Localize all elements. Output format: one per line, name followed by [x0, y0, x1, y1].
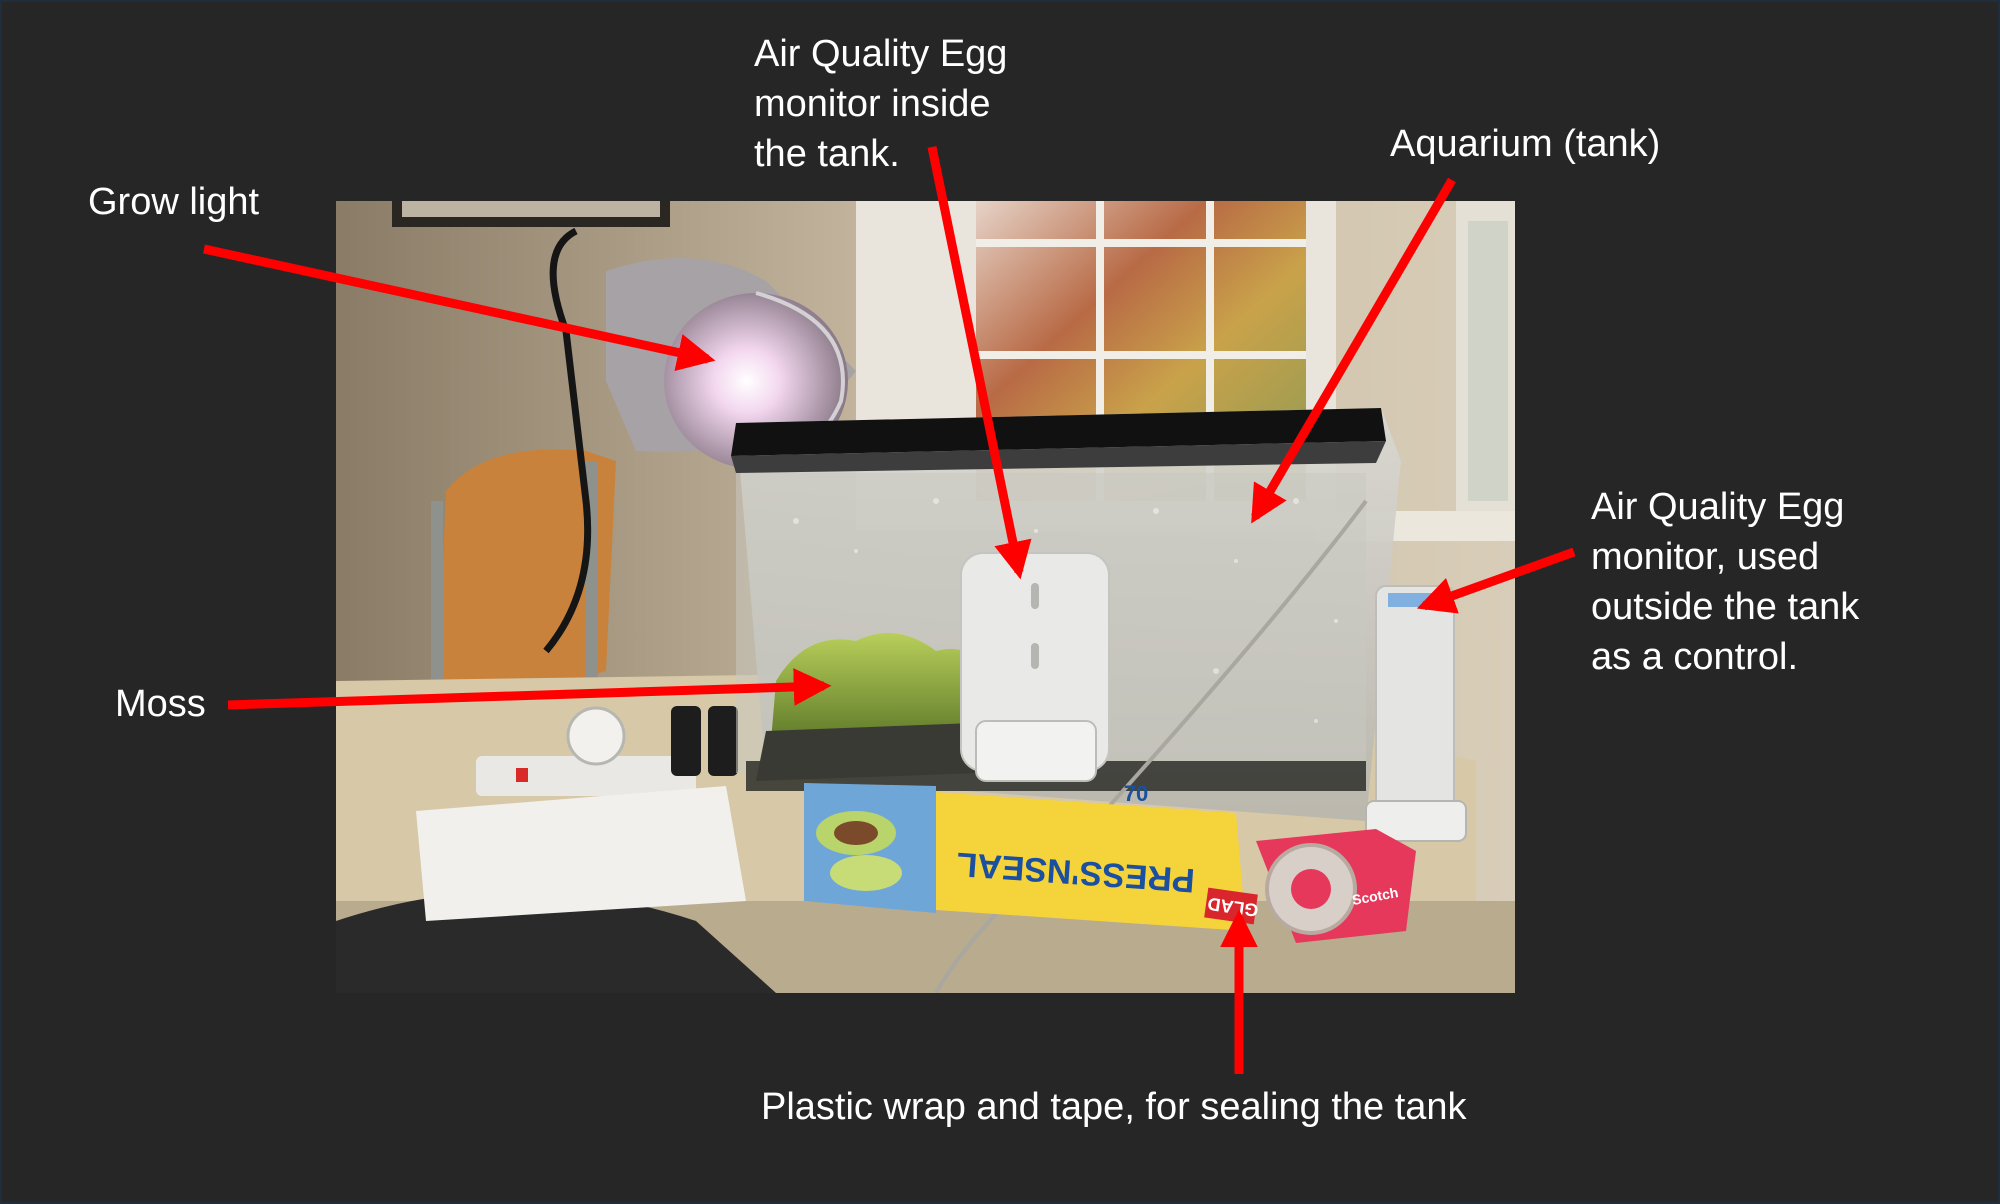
label-aquarium: Aquarium (tank) [1390, 123, 1661, 165]
tape-brand: Scotch [1351, 884, 1400, 908]
moss [771, 633, 986, 741]
paper-note [416, 786, 746, 921]
label-egg-outside: Air Quality Egg monitor, used outside th… [1591, 486, 1860, 678]
label-wrap-tape: Plastic wrap and tape, for sealing the t… [761, 1086, 1467, 1128]
label-moss: Moss [115, 683, 206, 725]
label-grow-light: Grow light [88, 181, 260, 223]
experiment-photo: GLAD PRESS'NSEAL 70 Scotch [336, 201, 1515, 993]
outlet-timer [566, 706, 626, 766]
power-strip [476, 756, 696, 796]
tape-dispenser: Scotch [1256, 829, 1416, 943]
plastic-wrap-box: GLAD PRESS'NSEAL 70 [804, 781, 1260, 931]
wrap-box-count: 70 [1124, 781, 1148, 806]
label-egg-inside: Air Quality Egg monitor inside the tank. [754, 33, 1008, 175]
chair-back [436, 449, 616, 721]
air-quality-egg-outside [1365, 585, 1467, 842]
air-quality-egg-inside [960, 552, 1110, 782]
